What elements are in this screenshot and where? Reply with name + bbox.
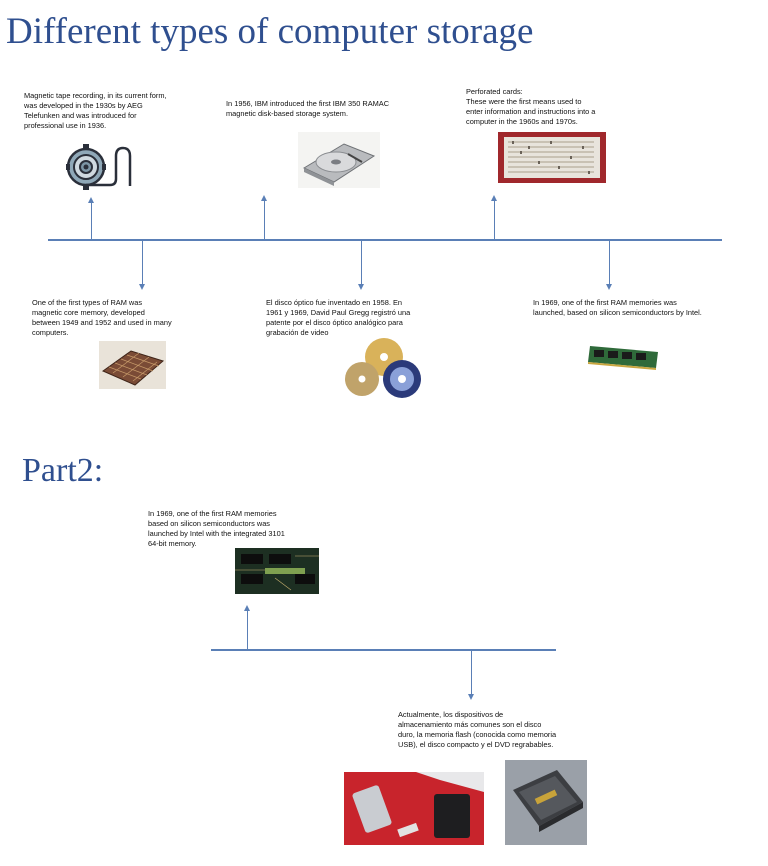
page-title: Different types of computer storage — [6, 11, 534, 52]
core-memory-image — [99, 341, 166, 389]
arrow-down-icon — [606, 284, 612, 290]
arrow-shaft — [142, 240, 143, 284]
event-cards-text: Perforated cards: These were the first m… — [466, 87, 596, 126]
arrow-down-icon — [139, 284, 145, 290]
ram-module-image — [586, 338, 662, 374]
arrow-shaft — [247, 611, 248, 649]
arrow-up-icon — [491, 195, 497, 201]
arrow-shaft — [264, 201, 265, 239]
punched-card-image — [498, 132, 606, 183]
hard-disk-image — [298, 132, 380, 188]
arrow-up-icon — [244, 605, 250, 611]
event-intel-3101-text: In 1969, one of the first RAM memories b… — [148, 509, 285, 548]
event-ibm-text: In 1956, IBM introduced the first IBM 35… — [226, 99, 390, 118]
modern-storage-image-ssd — [505, 760, 587, 845]
arrow-shaft — [494, 201, 495, 239]
magnetic-tape-icon — [66, 142, 132, 192]
event-tape-text: Magnetic tape recording, in its current … — [24, 91, 167, 130]
arrow-shaft — [609, 240, 610, 284]
arrow-down-icon — [468, 694, 474, 700]
event-optical-text: El disco óptico fue inventado en 1958. E… — [266, 298, 411, 337]
arrow-up-icon — [88, 197, 94, 203]
arrow-shaft — [361, 240, 362, 284]
event-modern-storage-text: Actualmente, los dispositivos de almacen… — [398, 710, 557, 749]
arrow-shaft — [91, 203, 92, 239]
arrow-down-icon — [358, 284, 364, 290]
chip-board-image — [235, 548, 319, 594]
event-intel-ram-text: In 1969, one of the first RAM memories w… — [533, 298, 702, 317]
section-heading-part2: Part2: — [22, 452, 104, 489]
modern-storage-image-usb — [344, 772, 484, 845]
arrow-up-icon — [261, 195, 267, 201]
optical-discs-image — [344, 337, 424, 399]
event-core-memory-text: One of the first types of RAM was magnet… — [32, 298, 172, 337]
timeline-1-axis — [48, 239, 722, 241]
arrow-shaft — [471, 650, 472, 694]
timeline-2-axis — [211, 649, 556, 651]
